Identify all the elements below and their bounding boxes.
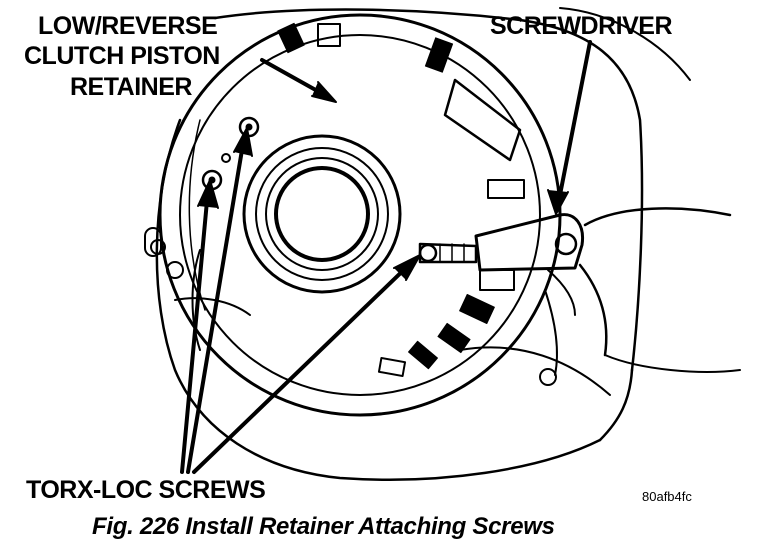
arrow-screwdriver-head — [547, 189, 569, 215]
figure-caption: Fig. 226 Install Retainer Attaching Scre… — [92, 513, 555, 540]
label-low-reverse-line3: RETAINER — [70, 73, 192, 101]
callout-arrows — [180, 40, 592, 474]
figure-code: 80afb4fc — [642, 489, 692, 504]
retainer-ring — [158, 13, 562, 417]
arrow-torx-1-head — [197, 179, 219, 209]
screw-being-installed — [418, 242, 478, 264]
label-low-reverse-line2: CLUTCH PISTON — [24, 42, 220, 70]
arrow-torx-3-head — [393, 254, 421, 281]
arrow-torx-2 — [186, 136, 246, 474]
arrow-torx-3 — [192, 260, 414, 474]
clutch-tabs — [277, 22, 525, 377]
label-torx-loc-screws: TORX-LOC SCREWS — [26, 476, 266, 504]
arrow-torx-2-head — [233, 127, 253, 157]
screwdriver-and-hand — [474, 207, 741, 376]
piston-hub — [242, 134, 402, 294]
arrow-retainer-head — [311, 81, 337, 103]
arrow-screwdriver — [556, 40, 592, 207]
label-low-reverse-line1: LOW/REVERSE — [38, 12, 218, 40]
arrow-torx-1 — [180, 188, 210, 474]
transmission-case — [150, 7, 691, 481]
label-screwdriver: SCREWDRIVER — [490, 12, 673, 40]
